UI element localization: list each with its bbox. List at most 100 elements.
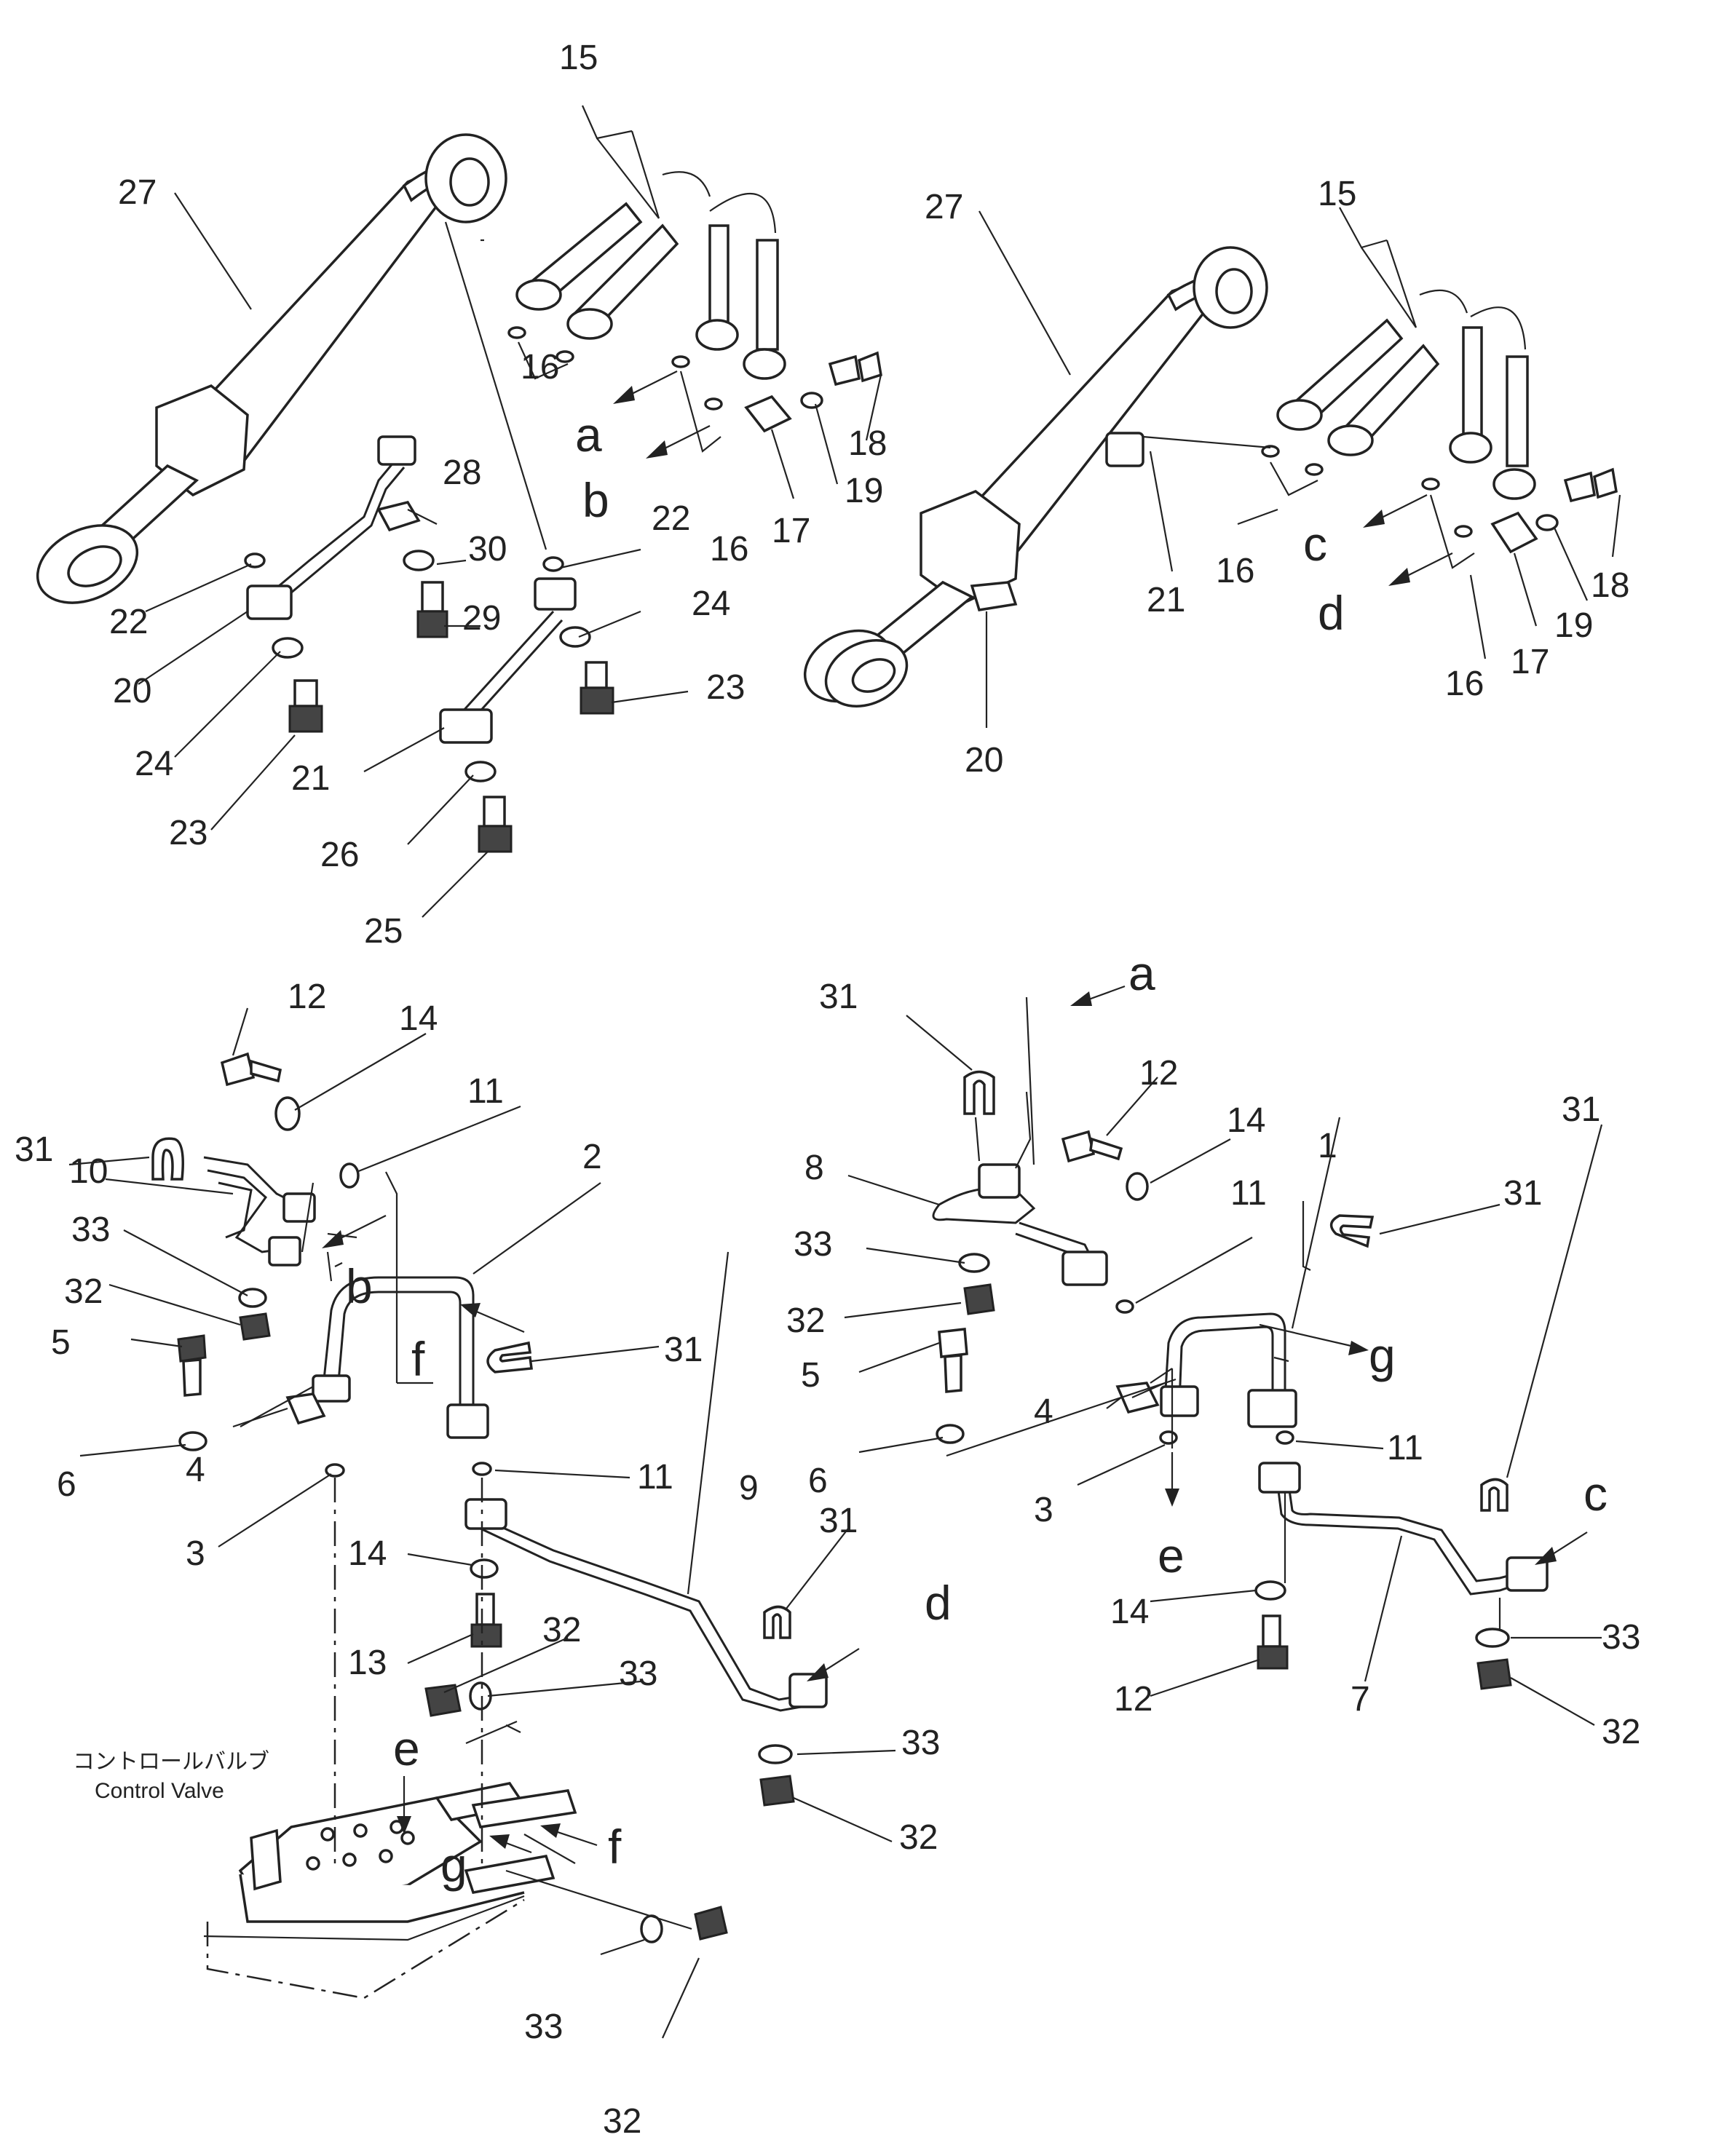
callout-33: 33 <box>71 1210 110 1249</box>
control-valve-label-en: Control Valve <box>95 1779 224 1803</box>
ref-f-bottom: f <box>411 1332 425 1386</box>
callout-11-right: 11 <box>1230 1174 1267 1213</box>
callout-6-right: 6 <box>808 1462 828 1500</box>
callout-24: 24 <box>692 584 730 623</box>
callout-33b-right: 33 <box>1602 1618 1640 1657</box>
callout-25: 25 <box>364 912 403 951</box>
callout-12: 12 <box>288 978 326 1016</box>
callout-20: 20 <box>113 672 151 710</box>
callout-32d: 32 <box>603 2102 641 2141</box>
callout-14b: 14 <box>348 1534 387 1573</box>
callout-22b: 22 <box>109 603 148 641</box>
callout-32-right: 32 <box>786 1301 825 1340</box>
callout-32c: 32 <box>899 1818 938 1857</box>
control-valve-label-jp: コントロールバルブ <box>73 1750 269 1774</box>
ref-d-bottom: d <box>925 1576 952 1630</box>
callout-17-right: 17 <box>1511 643 1549 681</box>
ref-g-bottom: g <box>1369 1328 1396 1382</box>
callout-21: 21 <box>291 759 330 798</box>
callout-9: 9 <box>739 1469 759 1507</box>
callout-15-right: 15 <box>1318 175 1356 213</box>
ref-g-valve: g <box>440 1838 467 1892</box>
ref-a-top: a <box>575 408 602 461</box>
callout-24b: 24 <box>135 745 173 783</box>
callout-16-right: 16 <box>1216 552 1254 590</box>
callout-27-right: 27 <box>925 188 963 226</box>
callout-30: 30 <box>468 530 507 568</box>
callout-18: 18 <box>848 424 887 463</box>
callout-11b-right: 11 <box>1387 1429 1423 1467</box>
callout-31b-right: 31 <box>1503 1174 1542 1213</box>
flange-20-right <box>970 581 1018 611</box>
left-cylinder-tubes <box>246 435 577 744</box>
ref-arrows-bottom-left <box>322 1215 860 1854</box>
callout-14b-right: 14 <box>1110 1593 1149 1631</box>
callout-31b: 31 <box>664 1331 703 1369</box>
ref-e-right: e <box>1158 1529 1185 1582</box>
callout-21-right: 21 <box>1147 581 1185 619</box>
callout-12-right: 12 <box>1139 1054 1178 1093</box>
callout-31: 31 <box>15 1130 53 1169</box>
callout-3-right: 3 <box>1034 1491 1053 1529</box>
ref-arrows-top-right <box>1363 494 1453 586</box>
callout-23b: 23 <box>169 814 207 852</box>
callout-31c-right: 31 <box>1562 1090 1600 1129</box>
bottom-right-assembly <box>932 1070 1549 1690</box>
callout-12b-right: 12 <box>1114 1680 1152 1719</box>
callout-31c: 31 <box>819 1502 858 1540</box>
callout-14: 14 <box>399 999 438 1038</box>
callout-numbers: 15 27 16 18 28 19 17 16 30 22 29 22 24 2… <box>15 39 1640 2141</box>
ref-c-bottom: c <box>1583 1467 1608 1521</box>
ref-d-top: d <box>1318 586 1345 640</box>
callout-17: 17 <box>772 512 810 550</box>
callout-26: 26 <box>320 836 359 874</box>
callout-5: 5 <box>51 1323 71 1362</box>
ref-f-valve: f <box>608 1820 622 1874</box>
hoses-right <box>1261 289 1618 569</box>
callout-13: 13 <box>348 1644 387 1682</box>
control-valve-caption: コントロールバルブ Control Valve <box>73 1750 269 1803</box>
callout-6: 6 <box>57 1465 76 1504</box>
callout-4: 4 <box>186 1451 205 1489</box>
callout-32: 32 <box>64 1272 103 1311</box>
ref-arrows-bottom-right <box>1070 985 1588 1565</box>
callout-33b: 33 <box>619 1654 657 1693</box>
flange-21-right <box>1105 432 1144 467</box>
leaders-top-left <box>138 105 882 918</box>
callout-16: 16 <box>521 348 559 387</box>
cylinder-left <box>36 133 507 604</box>
callout-2: 2 <box>582 1138 602 1176</box>
callout-33c: 33 <box>901 1724 940 1762</box>
control-valve <box>203 1478 692 2000</box>
leaders-bottom-left <box>68 1007 896 2039</box>
leaders-top-right <box>978 207 1621 728</box>
callout-33d: 33 <box>524 2008 563 2046</box>
callout-1: 1 <box>1318 1127 1337 1165</box>
ref-b-bottom: b <box>346 1259 373 1313</box>
hoses-left <box>507 171 882 453</box>
callout-33-right: 33 <box>794 1225 832 1264</box>
callout-19-right: 19 <box>1554 606 1593 645</box>
ref-b-top: b <box>582 473 609 527</box>
reference-letters: a b c d b f d e f g a g e c <box>346 408 1608 1892</box>
callout-3: 3 <box>186 1534 205 1573</box>
ref-arrows-top-left <box>613 370 711 459</box>
ref-e-bottom: e <box>393 1721 420 1775</box>
callout-23: 23 <box>706 668 745 707</box>
callout-14-right: 14 <box>1227 1101 1265 1140</box>
leaders-bottom-right <box>844 996 1603 1726</box>
callout-28: 28 <box>443 453 481 492</box>
callout-16b-right: 16 <box>1445 665 1484 703</box>
flange-21-left <box>439 708 493 744</box>
callout-32b-right: 32 <box>1602 1713 1640 1751</box>
callout-7: 7 <box>1351 1680 1370 1719</box>
callout-27: 27 <box>118 173 157 212</box>
callout-29: 29 <box>462 599 501 638</box>
flange-20-left <box>246 584 293 620</box>
ref-c-top: c <box>1303 517 1327 571</box>
cylinder-right <box>803 246 1268 708</box>
bottom-left-assembly <box>151 1052 828 1943</box>
callout-16b: 16 <box>710 530 748 568</box>
